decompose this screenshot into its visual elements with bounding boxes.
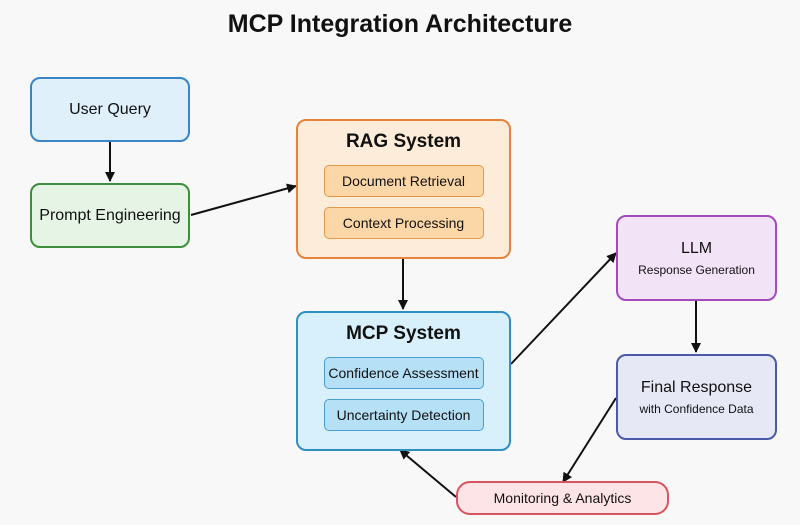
mcp-system-title: MCP System (346, 323, 461, 344)
edge-mcp-system-to-llm (510, 252, 617, 365)
diagram-title: MCP Integration Architecture (227, 10, 573, 38)
node-prompt-engineering-label: Prompt Engineering (39, 206, 181, 224)
node-mcp-system[interactable]: MCP System Confidence Assessment Uncerta… (296, 311, 511, 451)
node-final-response[interactable]: Final Response with Confidence Data (616, 354, 777, 440)
node-monitoring-analytics[interactable]: Monitoring & Analytics (456, 481, 669, 515)
rag-item-context-processing[interactable]: Context Processing (323, 207, 484, 239)
node-user-query[interactable]: User Query (30, 77, 190, 142)
mcp-item-uncertainty-detection[interactable]: Uncertainty Detection (323, 399, 484, 431)
node-llm-title: LLM (680, 239, 713, 257)
node-final-response-subtitle: with Confidence Data (639, 401, 754, 416)
node-monitoring-analytics-label: Monitoring & Analytics (493, 490, 632, 506)
edge-monitoring-to-mcp-system (399, 449, 457, 498)
edge-final-response-to-monitoring (562, 397, 617, 483)
edge-prompt-engineering-to-rag-system (190, 183, 297, 216)
node-llm-subtitle: Response Generation (638, 262, 755, 277)
rag-item-document-retrieval[interactable]: Document Retrieval (323, 165, 484, 197)
mcp-item-confidence-assessment[interactable]: Confidence Assessment (323, 357, 484, 389)
node-final-response-title: Final Response (640, 378, 753, 396)
node-rag-system[interactable]: RAG System Document Retrieval Context Pr… (296, 119, 511, 259)
node-user-query-label: User Query (69, 100, 151, 118)
rag-system-title: RAG System (345, 131, 462, 152)
node-prompt-engineering[interactable]: Prompt Engineering (30, 183, 190, 248)
node-llm[interactable]: LLM Response Generation (616, 215, 777, 301)
